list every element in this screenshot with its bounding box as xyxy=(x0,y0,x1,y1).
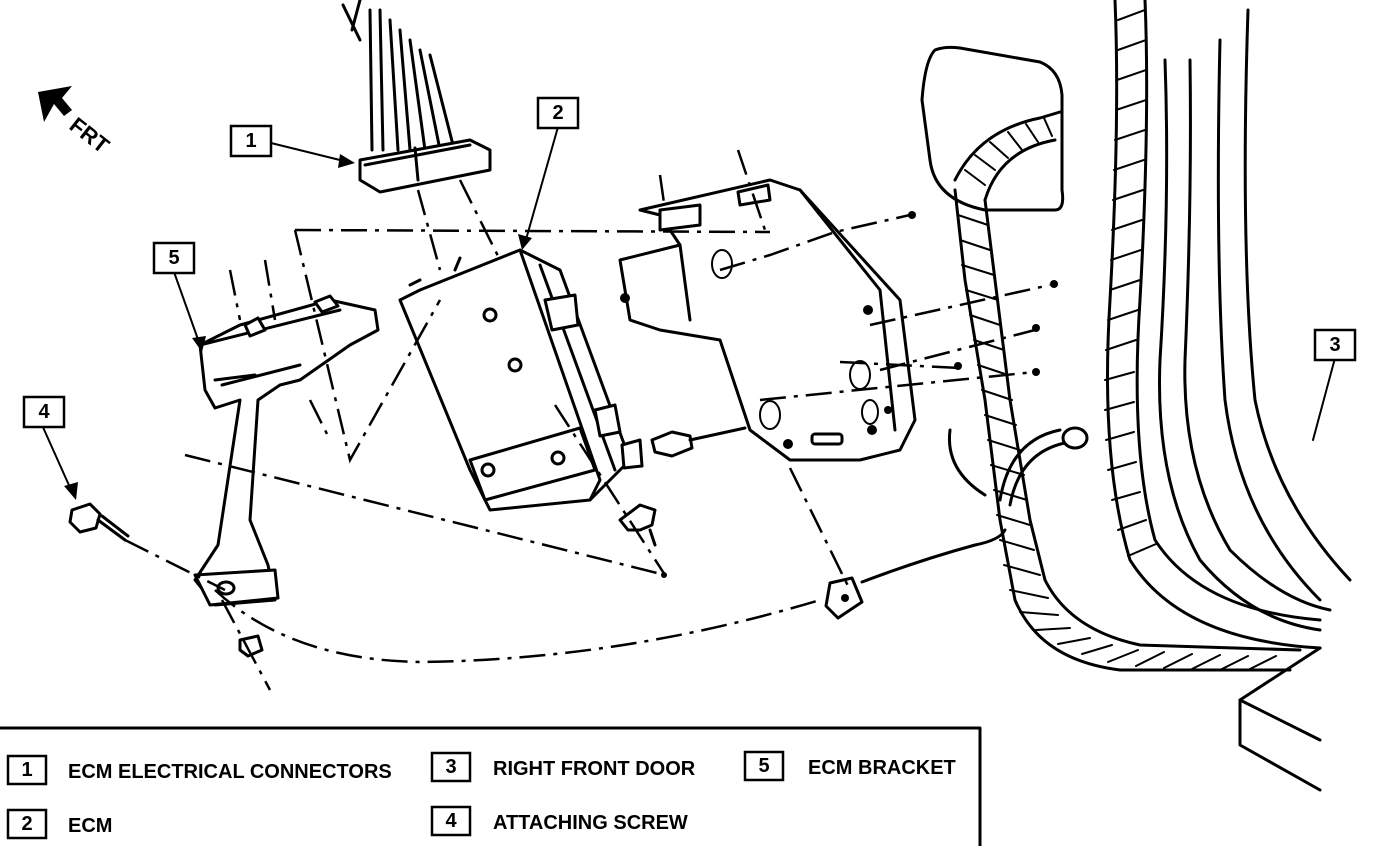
callout-leaders xyxy=(41,126,1336,500)
front-orientation-indicator: FRT xyxy=(38,86,114,159)
legend-item-3: 3 xyxy=(430,751,472,783)
legend-item-5-number: 5 xyxy=(758,755,769,777)
ecm-bracket xyxy=(68,294,864,658)
legend-item-1: 1 xyxy=(6,754,48,786)
callout-3-number: 3 xyxy=(1329,334,1340,356)
callout-4-number: 4 xyxy=(38,401,50,423)
assembly-alignment-lines xyxy=(124,149,1058,691)
callout-2-number: 2 xyxy=(552,102,563,124)
legend-item-4-number: 4 xyxy=(445,810,457,832)
legend-item-1-text: ECM ELECTRICAL CONNECTORS xyxy=(68,761,392,783)
legend-item-2-text: ECM xyxy=(68,815,112,837)
legend-item-5-text: ECM BRACKET xyxy=(808,757,956,779)
legend-item-3-number: 3 xyxy=(445,756,456,778)
legend-item-4-text: ATTACHING SCREW xyxy=(493,812,688,834)
callout-5: 5 xyxy=(152,241,196,275)
legend-item-5: 5 xyxy=(743,750,785,782)
front-label: FRT xyxy=(65,112,115,158)
legend-item-2-number: 2 xyxy=(21,813,32,835)
legend-item-3-text: RIGHT FRONT DOOR xyxy=(493,758,696,780)
legend-item-1-number: 1 xyxy=(21,759,32,781)
right-front-door-panel xyxy=(860,0,1352,792)
callout-1: 1 xyxy=(229,124,273,158)
callout-1-number: 1 xyxy=(245,130,256,152)
legend: 1 ECM ELECTRICAL CONNECTORS 2 ECM 3 RIGH… xyxy=(0,726,982,846)
callout-4: 4 xyxy=(22,395,66,429)
legend-item-4: 4 xyxy=(430,805,472,837)
front-arrow-icon xyxy=(38,86,72,122)
callout-3: 3 xyxy=(1313,328,1357,362)
callout-2: 2 xyxy=(536,96,580,130)
ecm-electrical-connector xyxy=(341,0,492,194)
callout-5-number: 5 xyxy=(168,247,179,269)
legend-item-2: 2 xyxy=(6,808,48,840)
ecm-module xyxy=(398,248,644,512)
ecm-mounting-plate xyxy=(618,178,917,462)
